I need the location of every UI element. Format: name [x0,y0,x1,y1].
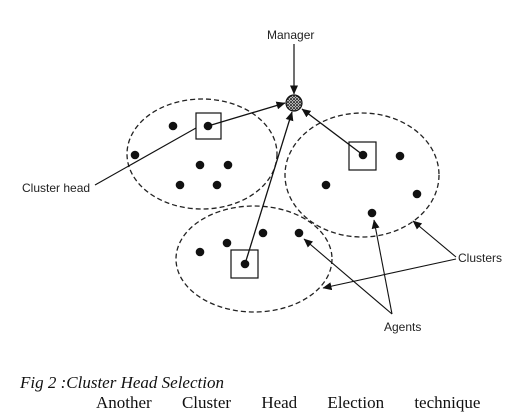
cluster-left [126,98,278,210]
body-text-line: Another Cluster Head Election technique [96,393,481,412]
cluster-right [284,112,440,238]
agent-dot [321,180,331,190]
agent-dot [130,150,140,160]
arrow-bottom-head-to-manager [244,111,294,265]
agent-dot [294,228,304,238]
cluster-bottom [175,205,333,313]
clusters-label: Clusters [458,251,502,265]
agent-dot [175,180,185,190]
agent-dots [130,121,422,269]
agent-dot [168,121,178,131]
agents-label: Agents [384,320,421,334]
agent-dot [258,228,268,238]
agents-pointer-right [371,219,393,315]
agent-dot [367,208,377,218]
agent-dot [395,151,405,161]
agent-dot [195,247,205,257]
cluster-head-box-bottom [230,249,259,279]
agent-dot [223,160,233,170]
agent-dot [412,189,422,199]
arrow-right-head-to-manager [301,108,364,156]
clusters-pointer-bottom [322,258,457,291]
cluster-head-diagram: Manager Cluster head Clusters Agents [22,28,502,334]
cluster-head-box-right [348,141,377,171]
agents-pointer-bottom [303,238,393,315]
cluster-head-label: Cluster head [22,181,90,195]
agent-dot [195,160,205,170]
clusters-pointer-right [412,220,457,258]
figure-caption: Fig 2 :Cluster Head Selection [20,373,224,392]
cluster-head-pointer [94,127,197,186]
agent-dot [222,238,232,248]
cluster-head-box-left [195,112,222,140]
agent-dot [212,180,222,190]
manager-label: Manager [267,28,314,42]
arrow-left-head-to-manager [207,101,286,127]
manager-node [285,94,303,112]
